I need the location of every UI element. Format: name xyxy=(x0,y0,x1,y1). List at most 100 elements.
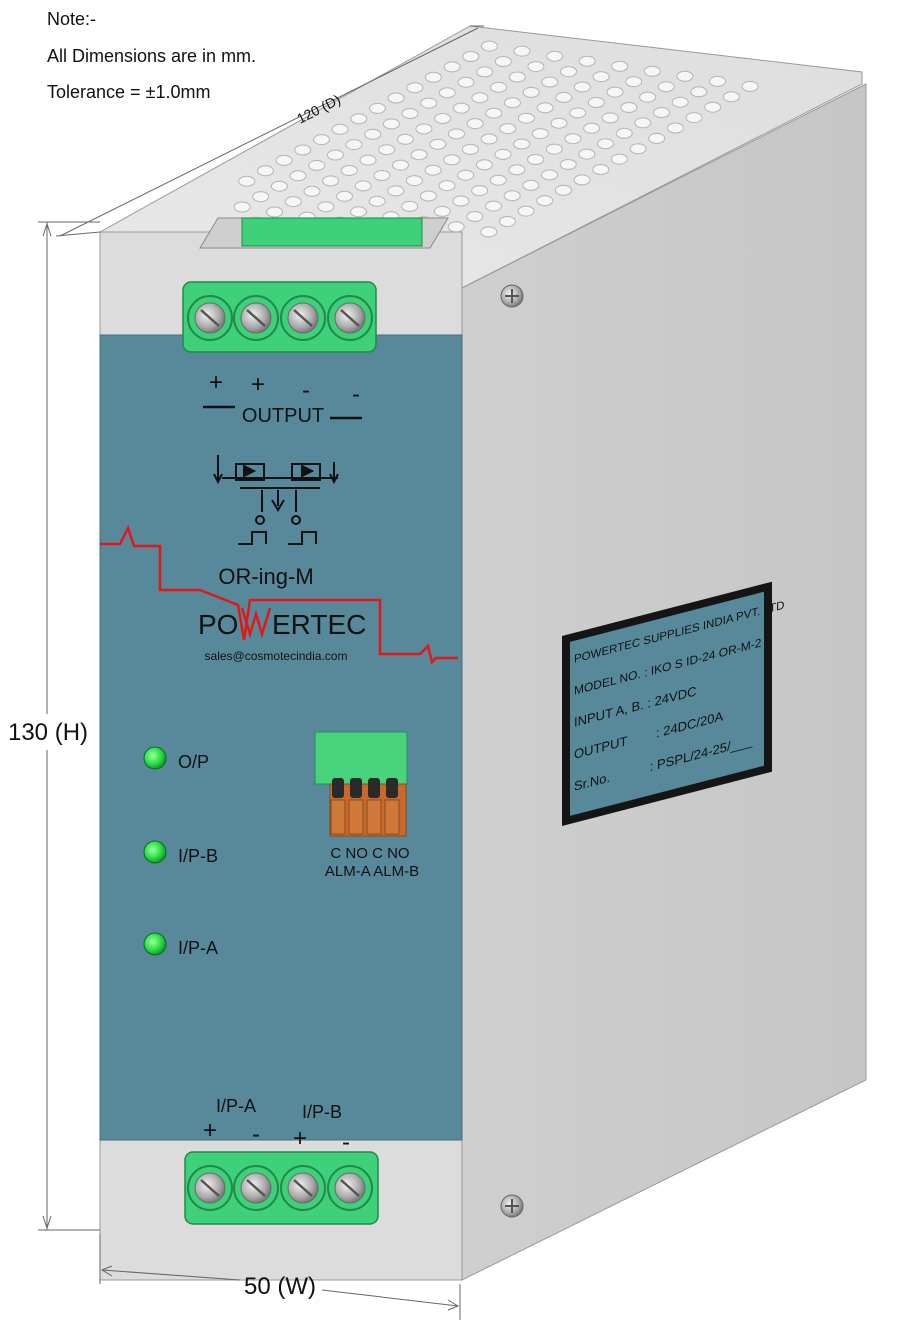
vent-hole xyxy=(643,65,661,77)
input-screw-3-icon[interactable] xyxy=(280,1165,326,1211)
vent-hole xyxy=(308,159,326,171)
vent-hole xyxy=(294,144,312,156)
note-units: All Dimensions are in mm. xyxy=(47,46,257,66)
vent-hole xyxy=(583,122,601,134)
oring-schematic-icon xyxy=(213,455,339,545)
vent-hole xyxy=(424,71,442,83)
vent-hole xyxy=(508,164,526,176)
vent-hole xyxy=(476,66,494,78)
vent-hole xyxy=(457,76,475,88)
vent-hole xyxy=(620,102,638,113)
input-screw-2-icon[interactable] xyxy=(233,1165,279,1211)
status-led-3 xyxy=(143,932,167,956)
vent-hole xyxy=(536,102,554,114)
vent-hole xyxy=(611,60,629,72)
depth-dimension xyxy=(55,25,484,237)
output-screw-1-icon[interactable] xyxy=(187,295,233,341)
vent-hole xyxy=(438,180,456,192)
vent-hole xyxy=(489,174,507,186)
vent-hole xyxy=(378,144,396,156)
alarm-pin-2[interactable] xyxy=(350,778,362,798)
red-wave-line xyxy=(100,524,458,665)
vent-hole xyxy=(401,108,419,119)
brand-logo: PO ERTEC xyxy=(198,607,366,640)
input-sign-3: + xyxy=(293,1125,307,1152)
vent-hole xyxy=(666,122,684,134)
svg-text:ERTEC: ERTEC xyxy=(272,609,366,640)
status-led-1 xyxy=(143,746,167,770)
vent-hole xyxy=(606,86,624,98)
front-panel xyxy=(99,334,463,1141)
vent-hole xyxy=(545,143,563,155)
vent-hole xyxy=(573,174,591,186)
vent-hole xyxy=(527,154,545,165)
vent-hole xyxy=(578,55,596,67)
vent-hole xyxy=(266,206,284,218)
vent-hole xyxy=(648,132,666,144)
output-screw-4-icon[interactable] xyxy=(327,295,373,341)
width-dimension xyxy=(99,1234,461,1320)
vent-hole xyxy=(452,102,470,114)
vent-hole xyxy=(657,81,675,93)
vent-hole xyxy=(364,128,382,140)
vent-hole xyxy=(564,133,582,145)
output-screw-3-icon[interactable] xyxy=(280,295,326,341)
vent-hole xyxy=(419,190,437,202)
vent-hole xyxy=(438,87,456,99)
vent-hole xyxy=(434,113,452,124)
vent-hole xyxy=(629,143,647,155)
vent-hole xyxy=(401,200,419,212)
vent-hole xyxy=(406,82,424,94)
vent-hole xyxy=(560,66,577,78)
alarm-terminal xyxy=(314,731,408,837)
output-terminal-block xyxy=(182,281,377,353)
vent-hole xyxy=(610,153,628,165)
vent-hole xyxy=(462,51,480,62)
side-screw-top-icon xyxy=(500,284,524,308)
vent-hole xyxy=(429,138,447,150)
vent-hole xyxy=(573,81,591,93)
vent-holes xyxy=(233,40,759,238)
vent-hole xyxy=(475,159,493,171)
vent-hole xyxy=(554,184,572,196)
alarm-pin-3[interactable] xyxy=(368,778,380,798)
alarm-label-bottom: ALM-A ALM-B xyxy=(325,863,419,880)
vent-hole xyxy=(275,154,293,166)
vent-hole xyxy=(527,61,545,73)
vent-hole xyxy=(499,123,517,135)
note-title: Note:- xyxy=(47,9,97,29)
led-label-2: I/P-B xyxy=(178,846,218,866)
vent-hole xyxy=(522,179,540,191)
output-screw-2-icon[interactable] xyxy=(233,295,279,341)
vent-hole xyxy=(350,113,368,125)
vent-hole xyxy=(625,76,643,88)
led-label-3: I/P-A xyxy=(178,938,218,958)
vent-hole xyxy=(615,127,633,139)
vent-hole xyxy=(498,216,516,227)
input-screw-4-icon[interactable] xyxy=(327,1165,373,1211)
vent-hole xyxy=(490,81,508,93)
led-label-1: O/P xyxy=(178,752,209,772)
vent-hole xyxy=(336,190,353,202)
input-screw-1-icon[interactable] xyxy=(187,1165,233,1211)
vent-hole xyxy=(405,175,423,187)
vent-hole xyxy=(722,91,740,103)
vent-hole xyxy=(396,133,414,145)
vent-hole xyxy=(471,185,489,197)
vent-hole xyxy=(522,86,540,98)
vent-hole xyxy=(504,97,521,109)
vent-hole xyxy=(345,139,363,151)
alarm-pin-4[interactable] xyxy=(386,778,398,798)
input-sign-2: - xyxy=(252,1121,260,1148)
vent-hole xyxy=(457,169,475,181)
vent-hole xyxy=(350,206,367,218)
vent-hole xyxy=(359,154,377,166)
alarm-pin-1[interactable] xyxy=(332,778,344,798)
vent-hole xyxy=(387,185,405,197)
vent-hole xyxy=(331,123,349,135)
vent-hole xyxy=(373,170,391,181)
vent-hole xyxy=(709,75,726,87)
vent-hole xyxy=(233,201,251,213)
vent-hole xyxy=(480,133,498,145)
